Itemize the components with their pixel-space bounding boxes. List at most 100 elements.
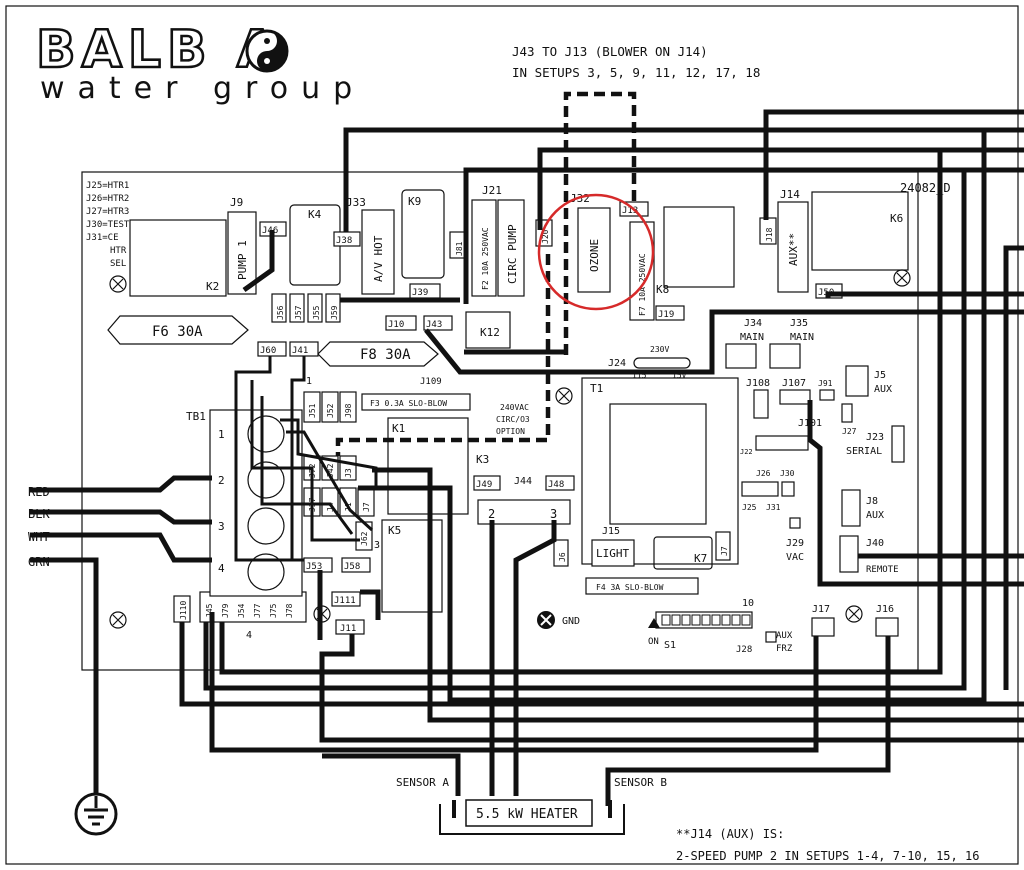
- j111-label: J111: [334, 596, 356, 606]
- j24-jumper[interactable]: [633, 357, 691, 369]
- j43[interactable]: [423, 315, 453, 331]
- j55[interactable]: [307, 293, 323, 323]
- j11-label: J11: [340, 624, 356, 634]
- aux-frz-label-2: FRZ: [776, 644, 793, 654]
- j22[interactable]: [755, 435, 809, 451]
- tb1-screws: [247, 415, 285, 591]
- sensor-b-label: SENSOR B: [614, 776, 667, 789]
- j33-label: J33: [346, 196, 366, 209]
- j14-aux[interactable]: [777, 201, 809, 293]
- j7b-label: J7: [720, 546, 729, 556]
- j107[interactable]: [779, 389, 811, 405]
- option-label-1: 240VAC: [500, 403, 529, 412]
- j29-vac[interactable]: [789, 517, 801, 529]
- j15-light[interactable]: [591, 539, 635, 567]
- j55-label: J55: [312, 305, 321, 320]
- tb1-terminal-1: 1: [218, 428, 225, 441]
- j34-main[interactable]: [725, 343, 757, 369]
- j58-label: J58: [344, 562, 360, 572]
- earth-ground-icon: [74, 792, 118, 836]
- j48-label: J48: [548, 480, 564, 490]
- j51[interactable]: [303, 391, 321, 423]
- terminal-4[interactable]: [199, 591, 307, 623]
- fuse-f6: [107, 315, 249, 345]
- relay-k9: [401, 189, 445, 279]
- j34-label: J34: [744, 318, 762, 329]
- j5-aux[interactable]: [845, 365, 869, 397]
- j42[interactable]: [321, 455, 339, 481]
- tb1-label: TB1: [186, 410, 206, 423]
- j9-pump1[interactable]: [227, 211, 257, 295]
- light-label: LIGHT: [596, 547, 629, 560]
- note-bottom-2: 2-SPEED PUMP 2 IN SETUPS 1-4, 7-10, 15, …: [676, 849, 979, 863]
- j44-pin2: 2: [488, 507, 495, 521]
- pump1-label: PUMP 1: [236, 240, 249, 280]
- j49-label: J49: [476, 480, 492, 490]
- heater-label-box: [465, 799, 593, 827]
- relay-k6: [811, 191, 909, 271]
- j10[interactable]: [385, 315, 417, 331]
- j33-av-hot[interactable]: [361, 209, 395, 295]
- gnd-label: GND: [562, 616, 580, 627]
- j27-label: J27: [842, 427, 857, 436]
- j42-label: J42: [326, 463, 335, 478]
- j91[interactable]: [819, 389, 835, 401]
- j60[interactable]: [257, 341, 287, 357]
- j29-vac-label: VAC: [786, 552, 804, 563]
- j49[interactable]: [473, 475, 501, 491]
- j27-jumper[interactable]: [841, 403, 853, 423]
- k12-label: K12: [480, 326, 500, 339]
- j51-label: J51: [308, 403, 317, 418]
- j52-label: J52: [326, 403, 335, 418]
- j98[interactable]: [339, 391, 357, 423]
- j6-label: J6: [558, 552, 567, 562]
- j1[interactable]: [339, 487, 357, 517]
- j35-main[interactable]: [769, 343, 801, 369]
- f2-label: F2 10A 250VAC: [481, 227, 490, 290]
- j109-label: J109: [420, 377, 442, 387]
- j28[interactable]: [765, 631, 777, 643]
- option-label-3: OPTION: [496, 427, 525, 436]
- j59[interactable]: [325, 293, 341, 323]
- legend-j26: J26=HTR2: [86, 194, 129, 204]
- transformer-core: [609, 403, 707, 525]
- t1-label: T1: [590, 382, 603, 395]
- j21-circ-pump[interactable]: [497, 199, 525, 297]
- j23-serial[interactable]: [891, 425, 905, 463]
- fuse-f4: [585, 577, 699, 595]
- j17[interactable]: [811, 617, 835, 637]
- j111[interactable]: [331, 591, 361, 607]
- j6[interactable]: [553, 539, 569, 567]
- j58[interactable]: [341, 557, 371, 573]
- wire-wht-label: WHT: [28, 530, 50, 544]
- j52[interactable]: [321, 391, 339, 423]
- j108[interactable]: [753, 389, 769, 419]
- j7b[interactable]: [715, 531, 731, 561]
- j56-label: J56: [276, 305, 285, 320]
- j43-label: J43: [426, 320, 442, 330]
- j8-aux[interactable]: [841, 489, 861, 527]
- j9-label: J9: [230, 196, 243, 209]
- j57[interactable]: [289, 293, 305, 323]
- j7-label: J7: [362, 502, 371, 512]
- relay-k8: [663, 206, 735, 288]
- j16[interactable]: [875, 617, 899, 637]
- legend-j25: J25=HTR1: [86, 181, 129, 191]
- j21-fuse-f2[interactable]: [471, 199, 497, 297]
- on-label: ON: [648, 637, 659, 647]
- j30-j31[interactable]: [781, 481, 795, 497]
- ozone-label: OZONE: [588, 239, 601, 272]
- j56[interactable]: [271, 293, 287, 323]
- j59-label: J59: [330, 305, 339, 320]
- j32-ozone[interactable]: [577, 207, 611, 293]
- three-label: 3: [374, 540, 380, 551]
- j25-j26[interactable]: [741, 481, 779, 497]
- j78-label: J78: [285, 603, 294, 618]
- j5-label: J5: [874, 370, 886, 381]
- j19[interactable]: [655, 305, 685, 321]
- frame: [5, 5, 1019, 865]
- j40-remote[interactable]: [839, 535, 859, 573]
- f6-label: F6 30A: [152, 324, 203, 340]
- j45-label: J45: [205, 603, 214, 618]
- j48[interactable]: [545, 475, 575, 491]
